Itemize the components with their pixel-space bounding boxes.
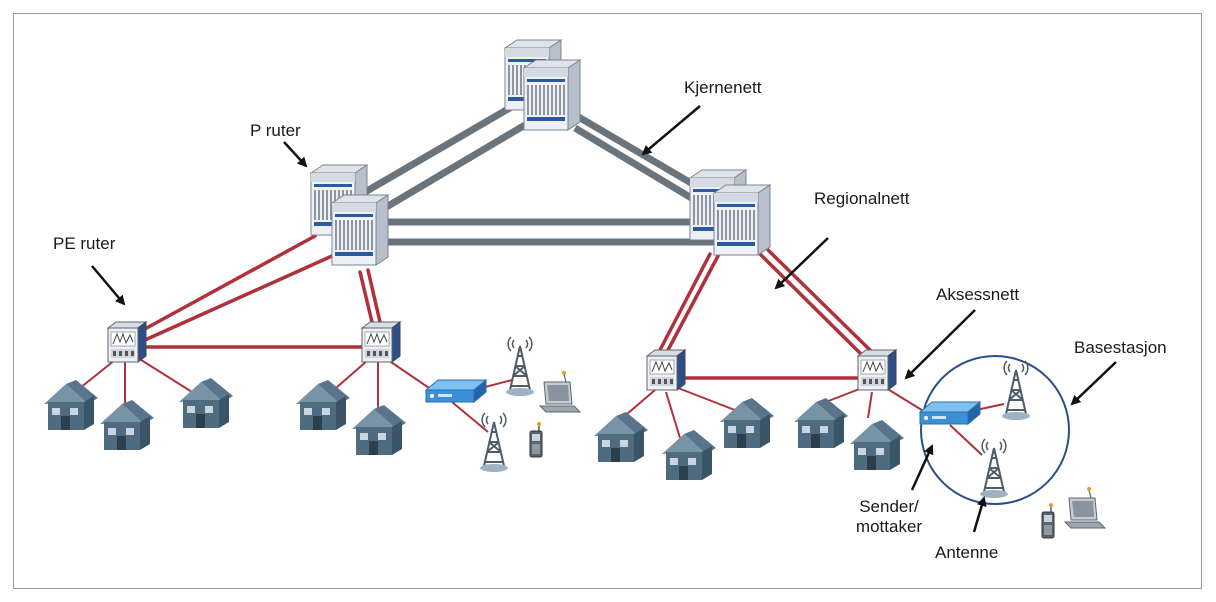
core-link — [376, 118, 532, 216]
antenna-tower-icon — [1001, 360, 1031, 421]
core-link — [573, 125, 705, 208]
pe-router — [361, 321, 401, 363]
radio-unit-icon — [425, 379, 487, 403]
p-router-left — [310, 164, 389, 266]
house-icon — [179, 378, 233, 428]
label-regionalnett: Regionalnett — [814, 189, 910, 208]
label-antenne: Antenne — [935, 543, 998, 562]
laptop-icon — [539, 370, 581, 413]
house-icon — [352, 405, 406, 455]
access-links — [141, 234, 872, 380]
label-sender-line2: mottaker — [856, 517, 922, 536]
antenna-tower-icon — [979, 438, 1009, 499]
pe-router — [857, 349, 897, 391]
label-basestasjon: Basestasjon — [1074, 338, 1167, 357]
house-icon — [720, 398, 774, 448]
house-icon — [100, 400, 154, 450]
drop-links — [74, 357, 1005, 456]
core-link — [568, 108, 705, 194]
core-link — [358, 101, 517, 199]
pointer-arrows — [91, 105, 1117, 533]
diagram-frame — [13, 13, 1202, 589]
label-p-ruter: P ruter — [250, 121, 301, 140]
house-icon — [794, 398, 848, 448]
pe-router — [646, 349, 686, 391]
pe-router — [107, 321, 147, 363]
antenna-tower-icon — [479, 412, 509, 473]
radio-unit-icon — [919, 401, 981, 425]
label-kjernenett: Kjernenett — [684, 78, 762, 97]
house-icon — [296, 380, 350, 430]
phone-icon — [1041, 502, 1055, 539]
base-station-circle — [920, 355, 1070, 505]
house-icon — [850, 420, 904, 470]
phone-icon — [529, 421, 543, 458]
house-icon — [44, 380, 98, 430]
label-aksessnett: Aksessnett — [936, 285, 1019, 304]
house-icon — [594, 412, 648, 462]
label-pe-ruter: PE ruter — [53, 234, 116, 253]
core-router-top — [504, 39, 581, 131]
laptop-icon — [1064, 486, 1106, 529]
house-icon — [662, 430, 716, 480]
label-sender-line1: Sender/ — [859, 497, 919, 516]
core-links — [358, 101, 720, 246]
antenna-tower-icon — [505, 336, 535, 397]
